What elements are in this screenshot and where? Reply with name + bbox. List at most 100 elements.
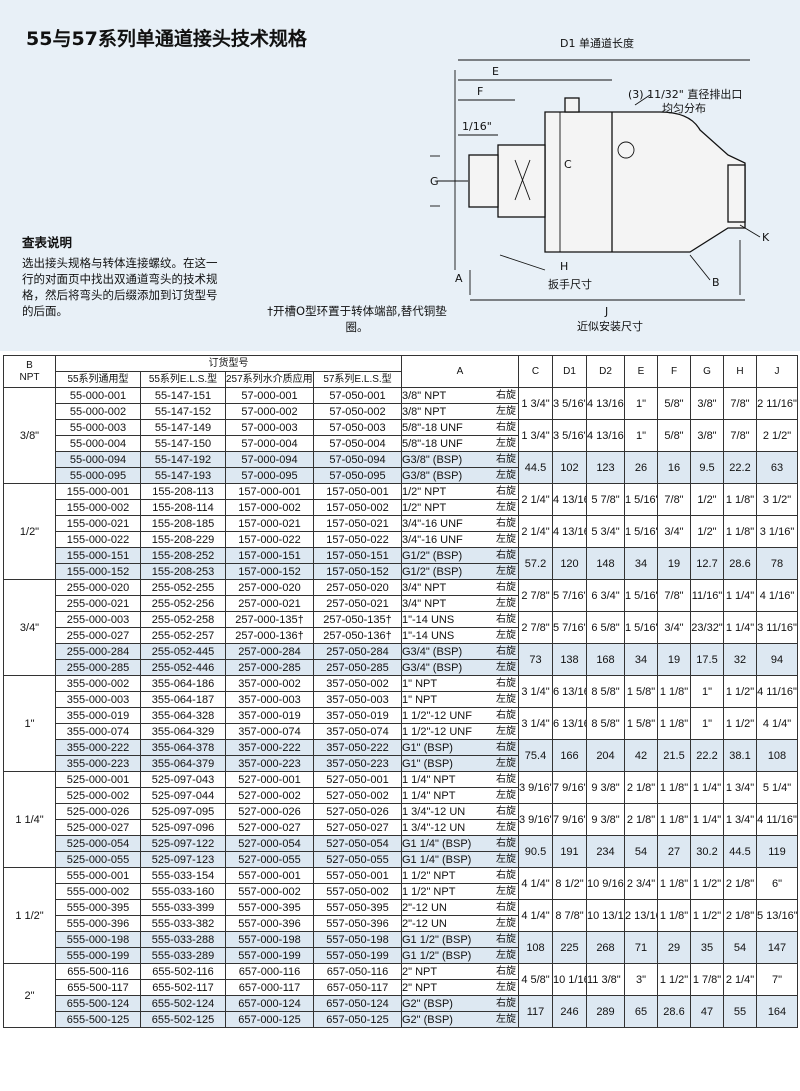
- model-number-cell: 355-000-003: [55, 691, 141, 708]
- model-number-cell: 355-064-328: [140, 707, 226, 724]
- dimension-cell: 73: [518, 643, 553, 676]
- model-number-cell: 155-208-253: [140, 563, 226, 580]
- dimension-cell: 3 1/4": [518, 707, 553, 740]
- dimension-cell: 120: [552, 547, 587, 580]
- model-number-cell: 55-000-003: [55, 419, 141, 436]
- dimension-cell: 38.1: [723, 739, 757, 772]
- model-number-cell: 557-000-395: [225, 899, 314, 916]
- header-h: H: [723, 355, 757, 388]
- thread-label: 1"-14 UNS: [402, 613, 455, 626]
- dimension-cell: 4 13/16": [552, 515, 587, 548]
- model-number-cell: 557-000-002: [225, 883, 314, 900]
- dimension-cell: 1 3/4": [723, 771, 757, 804]
- dimension-cell: 168: [586, 643, 625, 676]
- dimension-cell: 23/32": [690, 611, 724, 644]
- model-number-cell: 255-052-257: [140, 627, 226, 644]
- dimension-cell: 2 1/4": [518, 483, 553, 516]
- model-number-cell: 255-000-284: [55, 643, 141, 660]
- model-number-cell: 255-000-020: [55, 579, 141, 596]
- dim-f-label: F: [477, 85, 483, 98]
- thread-label: 3/4"-16 UNF: [402, 517, 463, 530]
- dimension-cell: 90.5: [518, 835, 553, 868]
- dimension-cell: 2 1/8": [624, 771, 658, 804]
- dimension-cell: 3 5/16": [552, 419, 587, 452]
- model-number-cell: 357-000-002: [225, 675, 314, 692]
- thread-label: 3/8" NPT: [402, 389, 447, 402]
- dimension-cell: 1": [690, 707, 724, 740]
- dimension-cell: 5 7/16": [552, 579, 587, 612]
- dimension-cell: 6 3/4": [586, 579, 625, 612]
- model-number-cell: 155-000-022: [55, 531, 141, 548]
- thread-label: G2" (BSP): [402, 1013, 453, 1026]
- model-number-cell: 55-147-192: [140, 451, 226, 468]
- model-number-cell: 55-000-001: [55, 387, 141, 404]
- model-number-cell: 155-208-229: [140, 531, 226, 548]
- model-number-cell: 257-050-021: [313, 595, 402, 612]
- dimension-cell: 94: [756, 643, 798, 676]
- dimension-cell: 2 11/16": [756, 387, 798, 420]
- dimension-cell: 102: [552, 451, 587, 484]
- model-number-cell: 155-208-113: [140, 483, 226, 500]
- dimension-cell: 289: [586, 995, 625, 1028]
- model-number-cell: 257-000-020: [225, 579, 314, 596]
- thread-cell: G3/4" (BSP)右旋: [401, 643, 519, 660]
- dimension-cell: 47: [690, 995, 724, 1028]
- dimension-cell: 6 5/8": [586, 611, 625, 644]
- dimension-cell: 148: [586, 547, 625, 580]
- howto-heading: 查表说明: [22, 235, 73, 250]
- thread-cell: G3/8" (BSP)右旋: [401, 451, 519, 468]
- npt-size-cell: 3/4": [3, 579, 56, 676]
- dimension-cell: 3": [624, 963, 658, 996]
- dimension-cell: 34: [624, 547, 658, 580]
- model-number-cell: 255-052-256: [140, 595, 226, 612]
- thread-direction: 右旋: [496, 869, 516, 881]
- dimension-cell: 4 13/16": [586, 387, 625, 420]
- model-number-cell: 527-000-002: [225, 787, 314, 804]
- dimension-cell: 71: [624, 931, 658, 964]
- model-number-cell: 555-000-199: [55, 947, 141, 964]
- model-number-cell: 555-000-198: [55, 931, 141, 948]
- model-number-cell: 157-000-001: [225, 483, 314, 500]
- dimension-cell: 2 1/8": [624, 803, 658, 836]
- thread-label: 1 1/2" NPT: [402, 869, 456, 882]
- model-number-cell: 525-000-055: [55, 851, 141, 868]
- thread-direction: 左旋: [496, 693, 516, 705]
- dimension-cell: 19: [657, 643, 691, 676]
- thread-direction: 右旋: [496, 645, 516, 657]
- dimension-cell: 166: [552, 739, 587, 772]
- model-number-cell: 355-064-187: [140, 691, 226, 708]
- model-number-cell: 155-208-252: [140, 547, 226, 564]
- dimension-cell: 21.5: [657, 739, 691, 772]
- model-number-cell: 257-050-020: [313, 579, 402, 596]
- dimension-cell: 1 3/4": [723, 803, 757, 836]
- dimension-cell: 1 5/8": [624, 675, 658, 708]
- thread-direction: 右旋: [496, 549, 516, 561]
- dimension-cell: 7/8": [723, 387, 757, 420]
- thread-label: G1 1/4" (BSP): [402, 853, 472, 866]
- model-number-cell: 57-050-001: [313, 387, 402, 404]
- thread-label: G1 1/4" (BSP): [402, 837, 472, 850]
- model-number-cell: 357-050-222: [313, 739, 402, 756]
- thread-direction: 左旋: [496, 757, 516, 769]
- dimension-cell: 4 5/8": [518, 963, 553, 996]
- dimension-cell: 138: [552, 643, 587, 676]
- dimension-cell: 1 1/2": [723, 707, 757, 740]
- dimension-cell: 5 1/4": [756, 771, 798, 804]
- dimension-cell: 6": [756, 867, 798, 900]
- npt-size-cell: 2": [3, 963, 56, 1028]
- dimension-cell: 191: [552, 835, 587, 868]
- dimension-cell: 7 9/16": [552, 771, 587, 804]
- model-number-cell: 657-000-125: [225, 1011, 314, 1028]
- header-57-water: 257系列水介质应用型: [225, 371, 314, 388]
- dimension-cell: 2 7/8": [518, 579, 553, 612]
